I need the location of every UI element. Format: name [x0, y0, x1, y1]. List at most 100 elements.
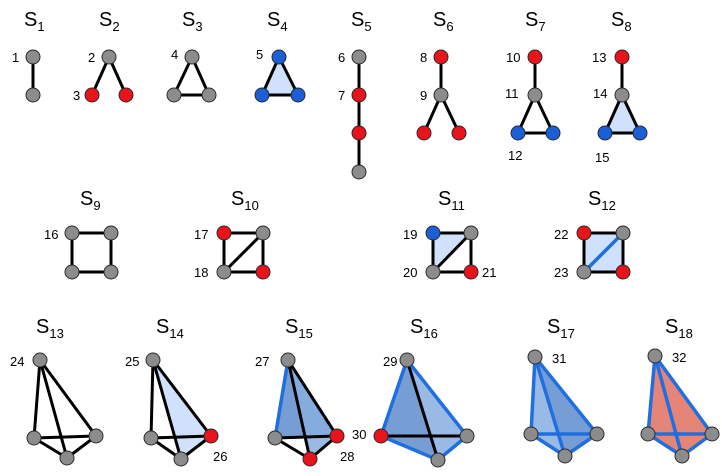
node-label-11: 11	[505, 86, 519, 101]
node-9	[433, 87, 449, 103]
node-s17-c	[557, 448, 573, 464]
node-32	[647, 348, 663, 364]
node-label-17: 17	[194, 227, 208, 242]
node-16	[64, 225, 80, 241]
s16-edge-a	[379, 358, 409, 438]
panel-title-s15: S15	[285, 316, 313, 341]
node-label-3: 3	[73, 88, 80, 103]
node-s9-c	[64, 264, 80, 280]
panel-title-s9: S9	[80, 188, 101, 213]
node-s15-d	[329, 428, 345, 444]
node-label-7: 7	[338, 88, 345, 103]
node-13	[614, 49, 630, 65]
node-s6-d	[451, 125, 467, 141]
node-s13-d	[88, 428, 104, 444]
node-label-5: 5	[256, 47, 263, 62]
node-s12-d	[615, 264, 631, 280]
node-4	[184, 49, 200, 65]
s18-edge-a	[646, 354, 657, 436]
node-label-13: 13	[592, 50, 606, 65]
s10-edges	[222, 231, 265, 274]
panel-title-s17: S17	[547, 316, 575, 341]
node-7	[351, 87, 367, 103]
node-s5-d	[351, 164, 367, 180]
node-s18-c	[674, 448, 690, 464]
node-label-4: 4	[171, 47, 178, 62]
node-30	[373, 428, 389, 444]
s4-face	[262, 57, 298, 95]
nodes-layer	[25, 49, 720, 468]
panel-title-s4: S4	[267, 9, 288, 34]
node-s15-b	[267, 430, 283, 446]
s15-edge-a	[273, 358, 290, 440]
node-s9-d	[103, 264, 119, 280]
s14-edge-a	[149, 358, 155, 440]
node-s3-c	[201, 87, 217, 103]
node-21	[463, 264, 479, 280]
node-27	[280, 352, 296, 368]
node-label-27: 27	[255, 354, 269, 369]
node-s14-c	[173, 451, 189, 467]
node-label-25: 25	[125, 354, 139, 369]
s18-face-b	[655, 356, 712, 456]
node-1	[25, 49, 41, 65]
node-3	[84, 87, 100, 103]
panel-title-s14: S14	[156, 316, 184, 341]
node-label-19: 19	[403, 227, 417, 242]
node-8	[433, 49, 449, 65]
node-10	[527, 49, 543, 65]
s15-edge-f	[273, 434, 339, 440]
s16-edge-c	[405, 358, 469, 438]
s13-edge-f	[32, 434, 98, 440]
s9-edges	[70, 231, 113, 274]
node-18	[216, 264, 232, 280]
panel-title-s11: S11	[438, 188, 465, 213]
node-s17-b	[523, 426, 539, 442]
s10-diagonal	[222, 231, 265, 274]
node-11	[527, 87, 543, 103]
node-s12-b	[615, 225, 631, 241]
node-23	[576, 264, 592, 280]
node-20	[425, 264, 441, 280]
node-s2-c	[118, 87, 134, 103]
s14-edge-b	[151, 358, 183, 461]
node-label-32: 32	[672, 350, 686, 365]
node-2	[101, 49, 117, 65]
node-12	[510, 125, 526, 141]
node-label-10: 10	[506, 50, 520, 65]
panel-title-s6: S6	[433, 9, 454, 34]
panel-title-s12: S12	[588, 188, 616, 213]
node-s16-d	[459, 428, 475, 444]
node-s6-c	[416, 125, 432, 141]
node-label-18: 18	[194, 265, 208, 280]
s16-edge-b	[405, 358, 440, 462]
node-15	[597, 125, 613, 141]
node-label-30: 30	[352, 427, 366, 442]
s11-diagonal	[431, 231, 473, 274]
node-label-6: 6	[338, 50, 345, 65]
panel-title-s7: S7	[525, 9, 546, 34]
node-26	[203, 428, 219, 444]
node-s13-c	[59, 450, 75, 466]
node-s18-d	[704, 426, 720, 442]
node-label-15: 15	[595, 150, 609, 165]
s11-edges	[431, 231, 473, 274]
node-label-16: 16	[44, 227, 58, 242]
node-s8-d	[632, 125, 648, 141]
node-25	[145, 352, 161, 368]
s17-edge-b	[533, 355, 567, 458]
node-label-31: 31	[552, 351, 566, 366]
node-s18-b	[640, 426, 656, 442]
s17-edge-a	[529, 355, 537, 436]
panel-title-s13: S13	[36, 316, 64, 341]
panel-title-s10: S10	[231, 188, 259, 213]
panel-title-s3: S3	[182, 9, 203, 34]
s13-edge-a	[32, 358, 42, 440]
node-s14-b	[143, 430, 159, 446]
s13-edge-c	[38, 358, 98, 438]
node-24	[32, 352, 48, 368]
s17-edge-c	[533, 355, 599, 436]
node-s4-c	[290, 87, 306, 103]
node-s17-d	[589, 426, 605, 442]
